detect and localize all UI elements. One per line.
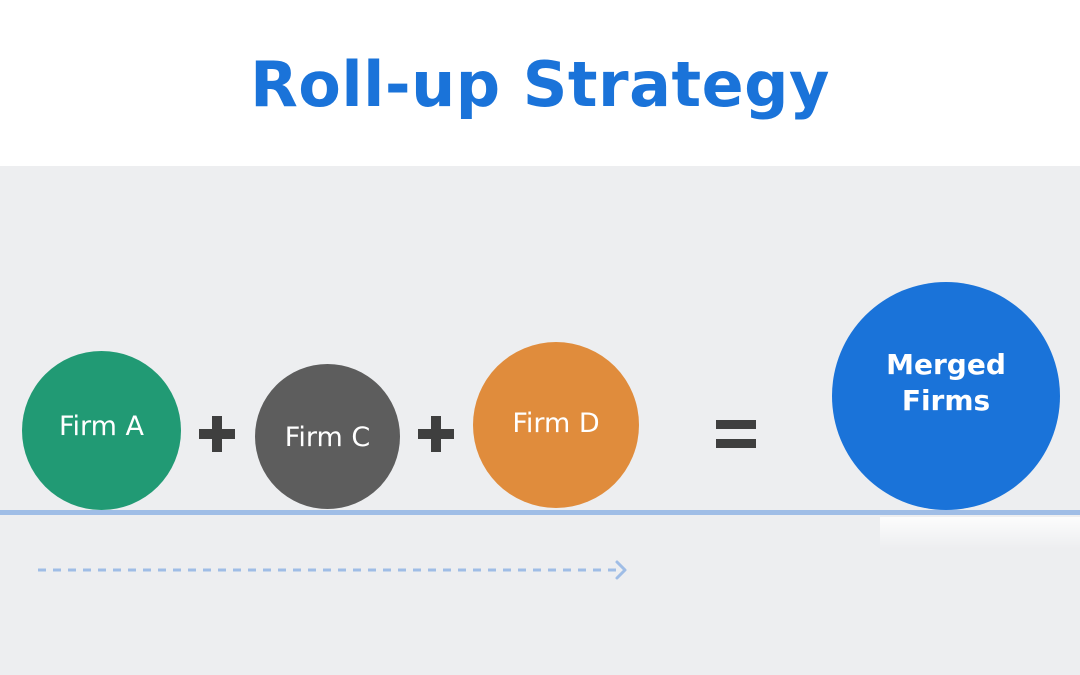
firm-c-circle: Firm C — [255, 364, 400, 509]
baseline — [0, 510, 1080, 515]
plus-icon — [199, 416, 235, 452]
firm-c-label: Firm C — [284, 422, 371, 453]
firm-d-label: Firm D — [512, 407, 600, 439]
firm-a-circle: Firm A — [22, 351, 181, 510]
firm-a-label: Firm A — [58, 411, 145, 442]
equals-icon — [716, 420, 756, 448]
plus-icon — [418, 416, 454, 452]
title-band: Roll-up Strategy — [0, 0, 1080, 166]
dashed-arrow-icon — [38, 560, 627, 580]
page-title: Roll-up Strategy — [250, 48, 830, 121]
merged-firms-shadow — [880, 517, 1080, 549]
firm-d-circle: Firm D — [473, 342, 639, 508]
